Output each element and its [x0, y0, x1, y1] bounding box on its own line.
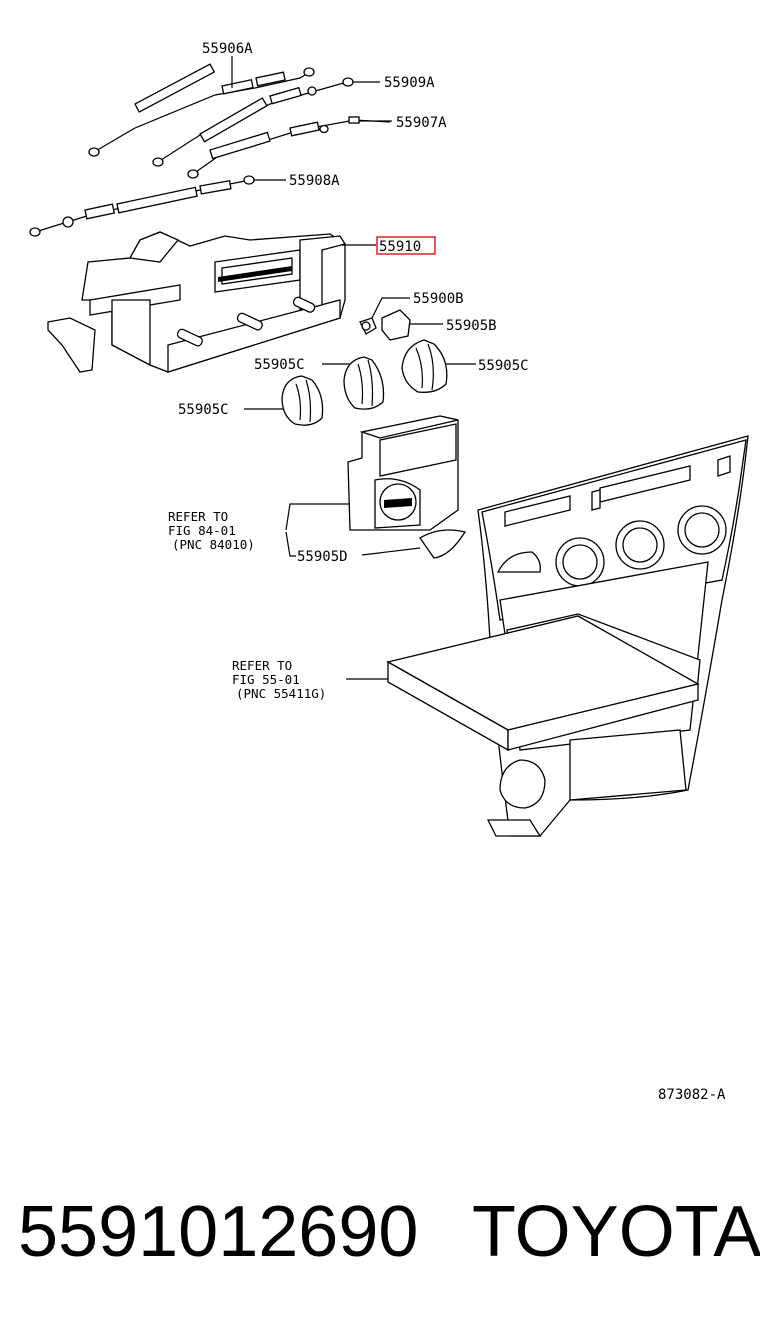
refer2-line2: FIG 55-01 — [232, 672, 300, 687]
label-55905C-left: 55905C — [178, 402, 229, 418]
label-55906A: 55906A — [202, 41, 253, 57]
label-55907A: 55907A — [396, 115, 447, 131]
cable-55906A — [88, 63, 315, 157]
refer2-line3: (PNC 55411G) — [236, 686, 326, 701]
label-55909A: 55909A — [384, 75, 435, 91]
control-panel-unit — [347, 415, 467, 559]
knob-55905C-left — [281, 375, 324, 426]
knob-55905C-right — [401, 339, 448, 393]
clip-55900B — [359, 317, 377, 335]
cable-55908A — [29, 175, 255, 237]
label-55905B: 55905B — [446, 318, 497, 334]
refer1-line3: (PNC 84010) — [172, 537, 255, 552]
label-55908A: 55908A — [289, 173, 340, 189]
heater-control-bracket — [47, 231, 347, 373]
refer1-line2: FIG 84-01 — [168, 523, 236, 538]
part-number: 5591012690 — [18, 1192, 418, 1272]
label-55905C-right: 55905C — [478, 358, 529, 374]
audio-box — [386, 615, 700, 752]
label-55910: 55910 — [379, 239, 421, 255]
label-55905C-center: 55905C — [254, 357, 305, 373]
label-55905D: 55905D — [297, 549, 348, 565]
knob-55905C-center — [343, 356, 385, 410]
brand-name: TOYOTA — [472, 1192, 760, 1272]
refer2-line1: REFER TO — [232, 658, 292, 673]
refer1-line1: REFER TO — [168, 509, 228, 524]
label-55900B: 55900B — [413, 291, 464, 307]
highlight-box-55910 — [376, 236, 436, 255]
figure-code: 873082-A — [658, 1087, 726, 1103]
cable-55909A — [152, 77, 354, 167]
knob-55905B — [381, 309, 411, 341]
